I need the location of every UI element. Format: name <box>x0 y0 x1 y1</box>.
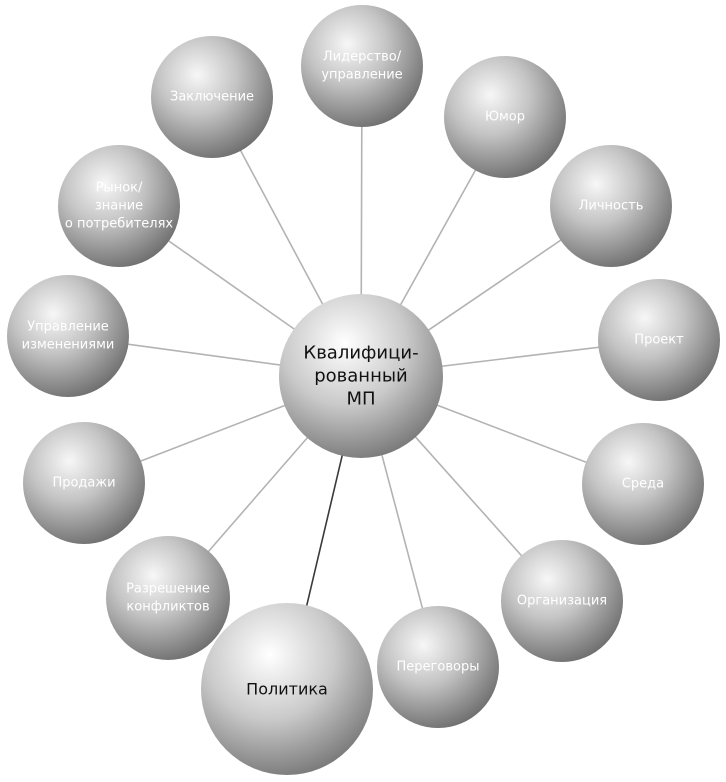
node-negotiations: Переговоры <box>377 606 499 728</box>
node-label-line: Заключение <box>170 90 254 105</box>
node-sphere <box>377 606 499 728</box>
node-conclusion: Заключение <box>151 36 273 158</box>
node-project: Проект <box>598 279 720 401</box>
node-environment: Среда <box>582 423 704 545</box>
node-label-line: Квалифици- <box>303 343 418 364</box>
node-organization: Организация <box>501 540 623 662</box>
node-label-line: знание <box>95 199 143 214</box>
node-sphere <box>301 5 423 127</box>
node-label-line: Разрешение <box>126 582 210 597</box>
node-label-line: Политика <box>246 680 328 699</box>
node-label-line: управление <box>321 68 402 83</box>
node-sphere <box>501 540 623 662</box>
node-sphere <box>151 36 273 158</box>
node-label-line: о потребителях <box>65 217 174 232</box>
node-sphere <box>23 422 145 544</box>
center-sphere <box>279 294 443 458</box>
node-change-management: Управление изменениями <box>7 275 129 397</box>
node-politics: Политика <box>201 603 373 775</box>
node-sphere <box>58 145 180 267</box>
node-sphere <box>444 56 566 178</box>
node-conflict-resolution: Разрешение конфликтов <box>106 536 230 660</box>
node-sphere <box>7 275 129 397</box>
node-label-line: МП <box>346 389 375 410</box>
node-label-line: Переговоры <box>397 660 480 675</box>
node-sphere <box>201 603 373 775</box>
node-label-line: изменениями <box>22 338 115 353</box>
node-personality: Личность <box>550 145 672 267</box>
node-label-line: Управление <box>27 320 109 335</box>
node-label-line: конфликтов <box>126 600 209 615</box>
node-humor: Юмор <box>444 56 566 178</box>
node-label-line: Личность <box>579 199 644 214</box>
node-market-knowledge: Рынок/знание о потребителях <box>58 145 180 267</box>
node-label-line: Организация <box>517 594 607 609</box>
node-sphere <box>106 536 230 660</box>
nodes: Лидерство/управлениеЮморЛичностьПроектСр… <box>7 5 720 775</box>
node-sphere <box>582 423 704 545</box>
node-sales: Продажи <box>23 422 145 544</box>
node-sphere <box>550 145 672 267</box>
node-label-line: Юмор <box>485 110 525 125</box>
node-label-line: Среда <box>622 477 664 492</box>
node-label-line: Рынок/ <box>96 181 143 196</box>
node-sphere <box>598 279 720 401</box>
node-label-line: рованный <box>314 366 408 387</box>
node-label-line: Лидерство/ <box>323 50 402 65</box>
node-leadership: Лидерство/управление <box>301 5 423 127</box>
node-label-line: Продажи <box>52 476 115 491</box>
node-label-line: Проект <box>634 333 684 348</box>
